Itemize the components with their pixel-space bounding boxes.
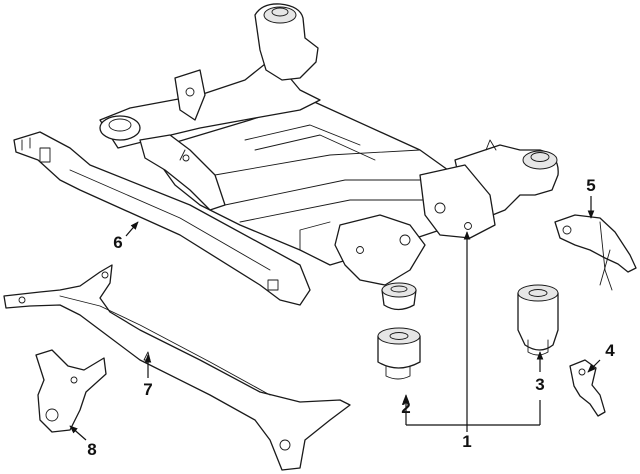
callout-7: 7 (143, 380, 152, 399)
callout-8: 8 (87, 440, 96, 459)
subframe-assembly (99, 3, 559, 311)
callout-5: 5 (586, 176, 595, 195)
bracket-5 (554, 214, 637, 291)
callout-leaders (69, 196, 601, 441)
callout-1: 1 (462, 432, 471, 451)
callout-3: 3 (535, 375, 544, 394)
bushing-2 (377, 327, 421, 380)
bracket-4 (569, 359, 606, 417)
bracket-8 (35, 349, 107, 433)
callout-6: 6 (113, 233, 122, 252)
mount-bushing-3 (517, 284, 559, 356)
callout-2: 2 (401, 398, 410, 417)
callout-4: 4 (605, 341, 615, 360)
tension-strut (13, 131, 311, 306)
